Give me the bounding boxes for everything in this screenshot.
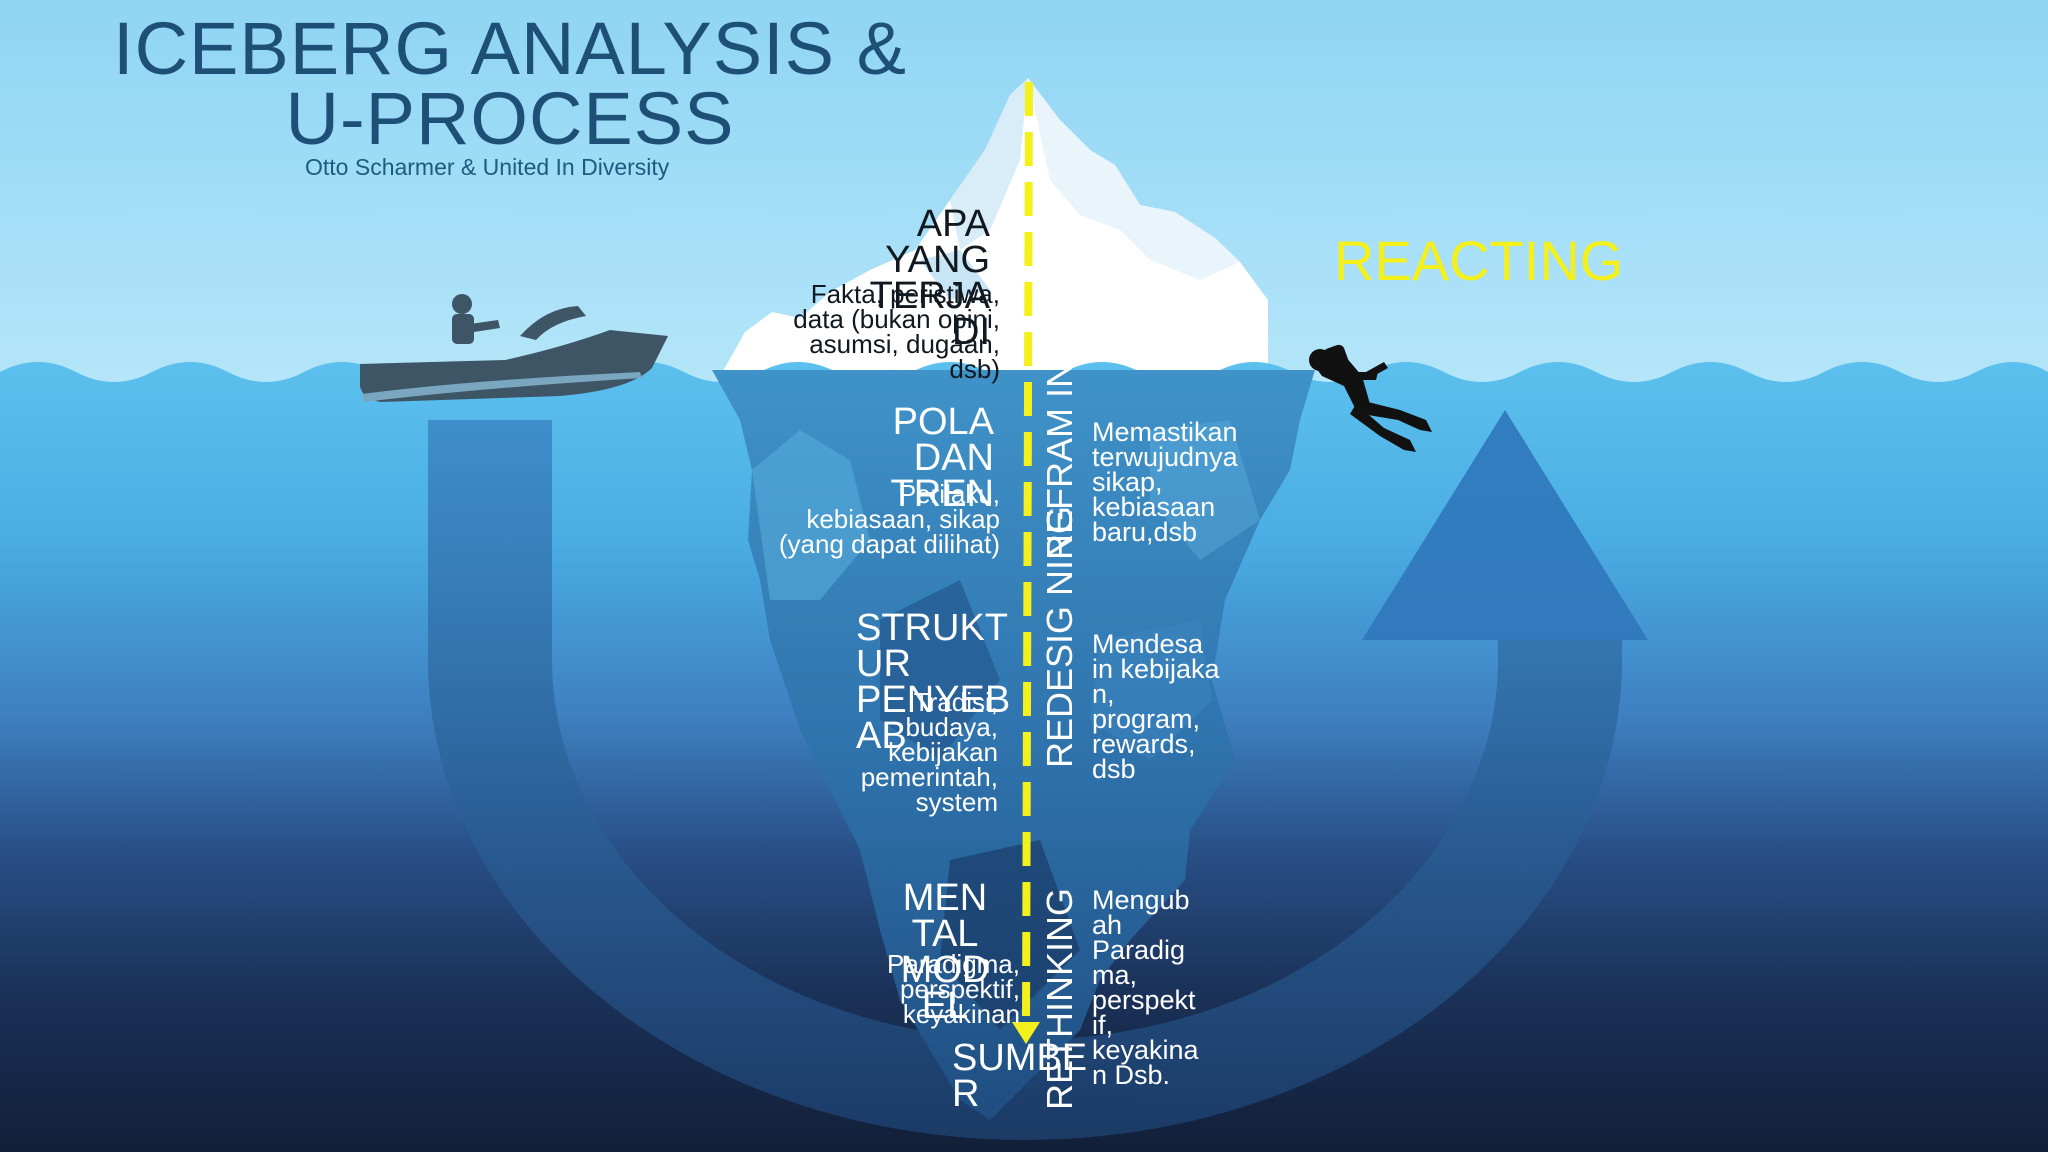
action-rethinking-title: RETHINKING [1040,870,1080,1110]
level-structure-desc: Tradisi, budaya, kebijakan pemerintah, s… [830,690,998,815]
action-rethinking-desc: Mengub ah Paradig ma, perspekt if, keyak… [1092,888,1212,1088]
level-patterns-desc: Perilaku, kebiasaan, sikap (yang dapat d… [772,482,1000,557]
action-reframing-desc: Memastikan terwujudnya sikap, kebiasaan … [1092,420,1282,545]
level-mental-model-desc: Paradigma, perspektif, keyakinan [860,952,1020,1027]
subtitle: Otto Scharmer & United In Diversity [305,154,669,181]
level-events-desc: Fakta, peristiwa, data (bukan opini, asu… [784,282,1000,382]
reacting-label: REACTING [1334,228,1623,293]
action-redesigning-desc: Mendesa in kebijaka n, program, rewards,… [1092,632,1222,782]
action-redesigning-title: REDESIG NING [1040,608,1080,768]
page-title: ICEBERG ANALYSIS & U-PROCESS [100,14,920,154]
title-line-2: U-PROCESS [100,84,920,154]
title-line-1: ICEBERG ANALYSIS & [100,14,920,84]
